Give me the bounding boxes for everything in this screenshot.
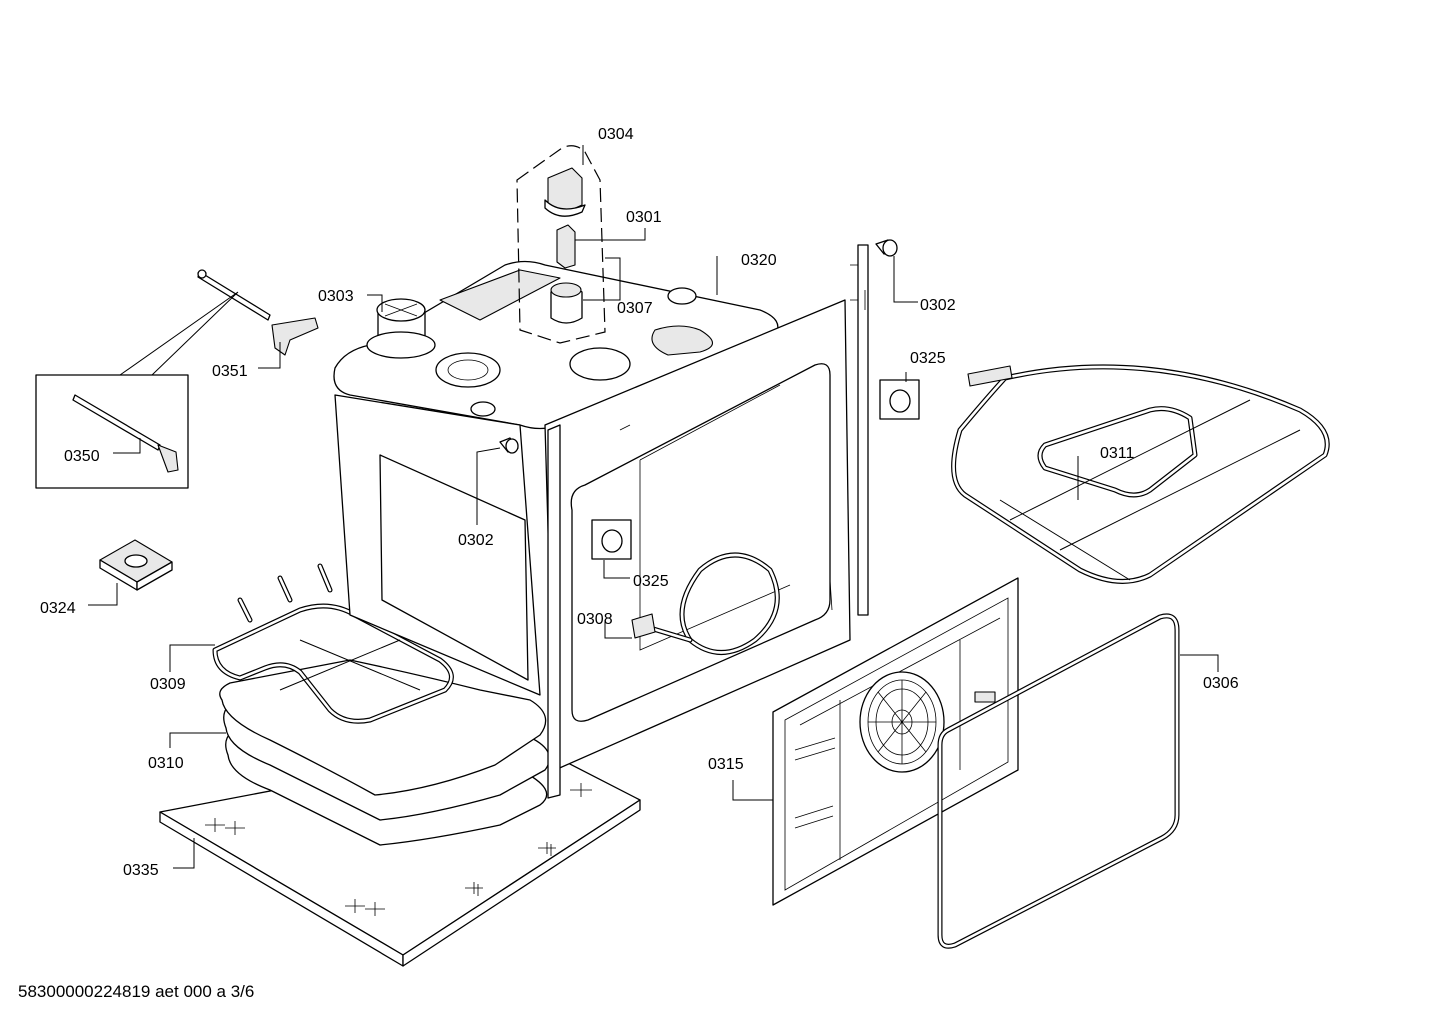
leader-lines [88, 145, 1219, 869]
label-0311: 0311 [1100, 445, 1135, 462]
knob-0302-a [875, 239, 898, 257]
label-0301: 0301 [626, 209, 662, 226]
knob-0302-b [499, 437, 519, 454]
label-0350: 0350 [64, 448, 100, 465]
door-gasket [937, 613, 1180, 949]
oven-cavity [333, 244, 869, 799]
fan-housing [366, 298, 436, 359]
label-0310: 0310 [148, 755, 184, 772]
label-0308: 0308 [577, 611, 613, 628]
label-0325-b: 0325 [633, 573, 669, 590]
label-0320: 0320 [741, 252, 777, 269]
label-0302-a: 0302 [920, 297, 956, 314]
label-0351: 0351 [212, 363, 248, 380]
label-0304: 0304 [598, 126, 634, 143]
insulation-mat [219, 659, 551, 846]
lamp-cover-0325-a [879, 379, 920, 420]
label-0315: 0315 [708, 756, 744, 773]
back-panel [772, 577, 1019, 906]
square-pad [99, 539, 173, 591]
grill-heater [951, 364, 1330, 584]
label-0309: 0309 [150, 676, 186, 693]
motor-assembly [516, 145, 606, 344]
ring-heater [631, 552, 780, 655]
part-labels: 0304 0301 0307 0320 0303 0302 0325 0351 … [40, 126, 1239, 879]
document-id: 58300000224819 aet 000 a 3/6 [18, 982, 255, 1001]
label-0324: 0324 [40, 600, 76, 617]
label-0302-b: 0302 [458, 532, 494, 549]
sensor-assembly [35, 269, 319, 489]
label-0335: 0335 [123, 862, 159, 879]
label-0306: 0306 [1203, 675, 1239, 692]
label-0303: 0303 [318, 288, 354, 305]
lamp-cover-0325-b [591, 519, 632, 560]
label-0307: 0307 [617, 300, 653, 317]
label-0325-a: 0325 [910, 350, 946, 367]
